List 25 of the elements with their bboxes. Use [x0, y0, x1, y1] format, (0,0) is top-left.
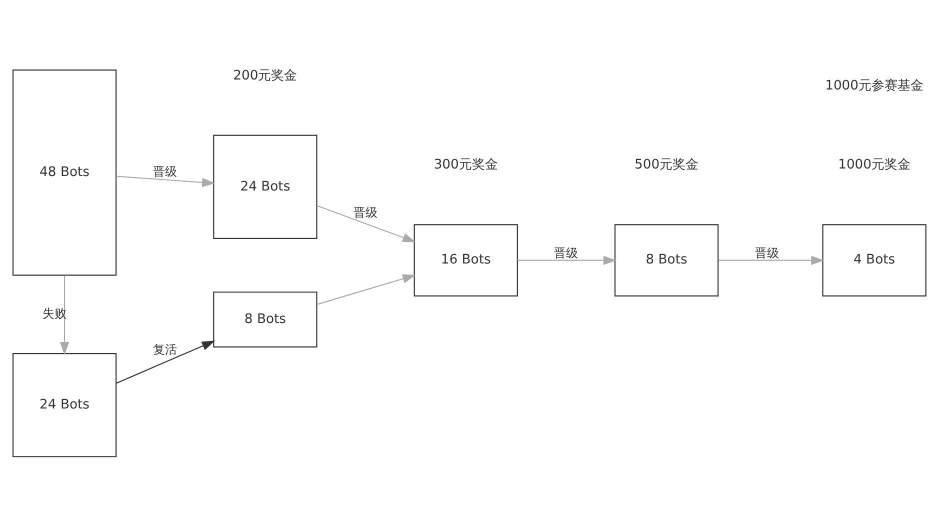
- arrow: [116, 175, 216, 187]
- arrow: [116, 340, 216, 384]
- label: 500元奖金: [634, 156, 699, 172]
- edge-label: 失败: [42, 306, 67, 320]
- edge-label: 晋级: [354, 204, 378, 219]
- node-box: 48 Bots: [12, 69, 117, 276]
- label: 300元奖金: [434, 156, 498, 172]
- label: 1000元参赛基金: [825, 78, 924, 93]
- edge-label: 复活: [152, 342, 177, 356]
- edge-label: 晋级: [754, 245, 779, 260]
- node-box: 4 Bots: [822, 224, 926, 296]
- arrow: [316, 274, 416, 304]
- arrow: [718, 255, 824, 264]
- edge-label: 晋级: [554, 245, 578, 260]
- edge-label: 晋级: [152, 164, 177, 178]
- node-box: 24 Bots: [12, 352, 117, 457]
- arrow: [316, 204, 416, 242]
- label: 200元奖金: [233, 68, 298, 84]
- arrow: [60, 275, 70, 355]
- node-box: 16 Bots: [414, 224, 518, 296]
- label: 1000元奖金: [838, 156, 911, 172]
- node-box: 8 Bots: [614, 224, 719, 296]
- node-box: 24 Bots: [213, 134, 318, 238]
- node-box: 8 Bots: [213, 291, 318, 347]
- arrow: [518, 255, 617, 264]
